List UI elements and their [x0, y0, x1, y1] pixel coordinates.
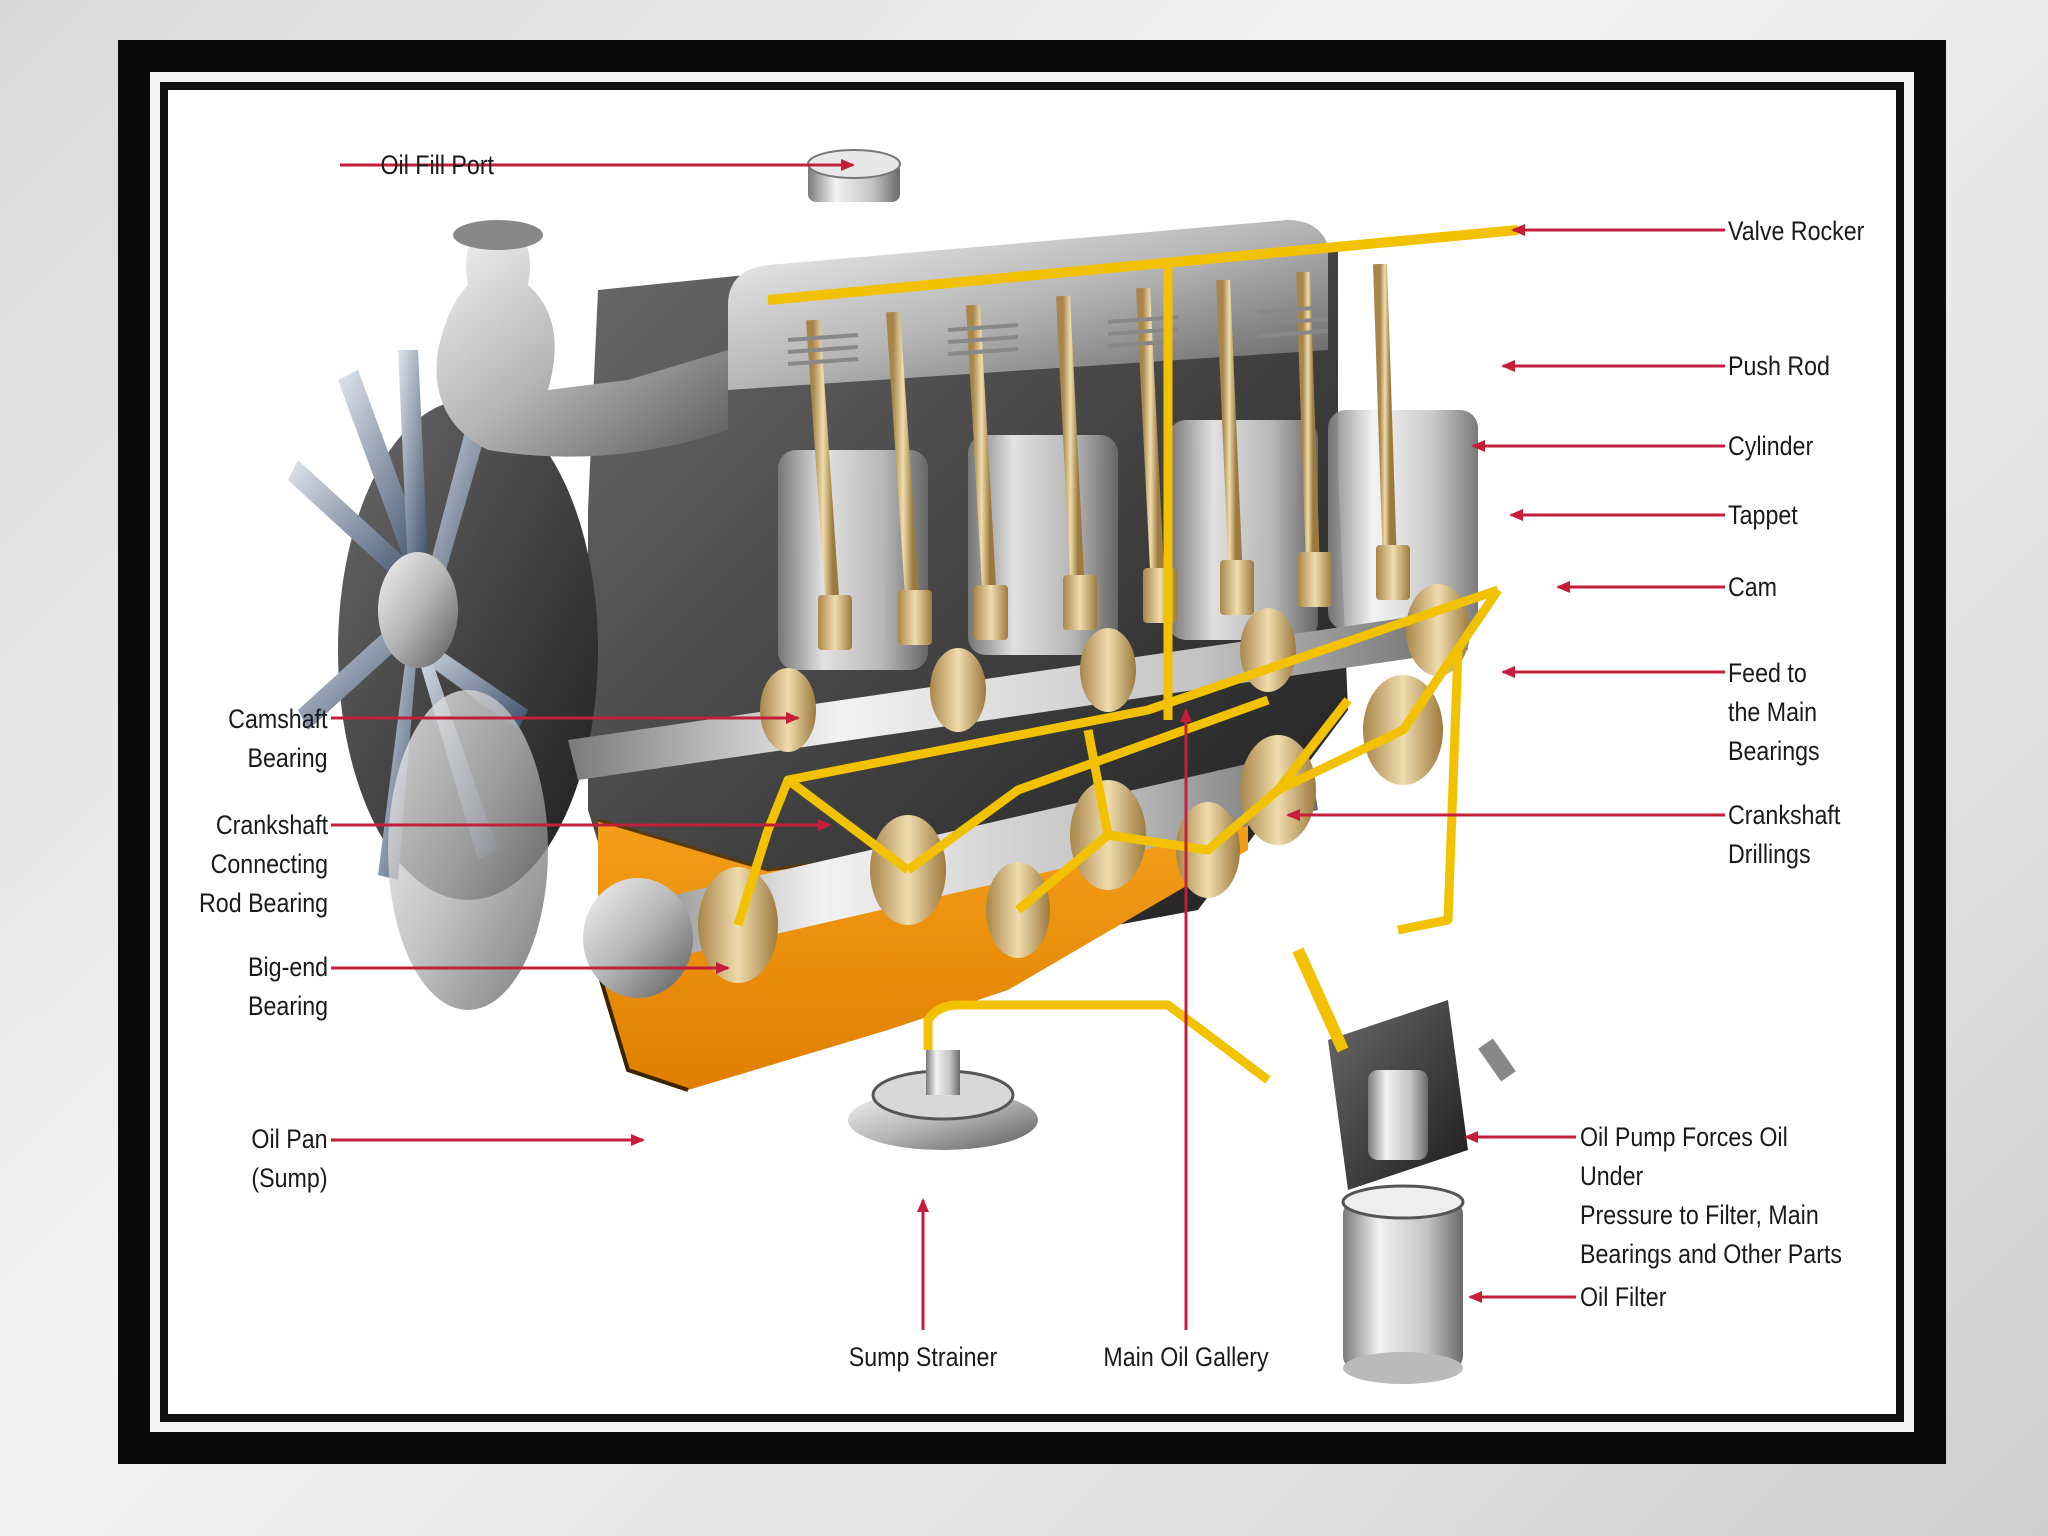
- tappets: [818, 545, 1410, 650]
- thermostat-housing: [436, 220, 728, 457]
- label-oil-fill-port: Oil Fill Port: [380, 150, 494, 180]
- label-oil-pump: Oil Pump Forces Oil Under Pressure to Fi…: [1580, 1122, 1843, 1269]
- leader-lines: [331, 159, 1725, 1330]
- label-oil-pan: Oil Pan (Sump): [251, 1124, 328, 1193]
- label-valve-rocker: Valve Rocker: [1728, 216, 1865, 246]
- oil-fill-cap: [807, 149, 901, 202]
- label-sump-strainer: Sump Strainer: [848, 1342, 998, 1372]
- rocker-oil-gallery: [767, 225, 1519, 305]
- push-rods: [806, 263, 1397, 611]
- label-big-end-bearing: Big-end Bearing: [247, 952, 328, 1021]
- oil-feed-paths: [733, 260, 1502, 1084]
- oil-filter: [1341, 1184, 1465, 1384]
- label-cylinder: Cylinder: [1728, 431, 1814, 461]
- label-main-oil-gallery: Main Oil Gallery: [1103, 1342, 1269, 1372]
- engine-lubrication-diagram: Oil Fill Port Valve Rocker Push Rod Cyli…: [168, 90, 1896, 1414]
- oil-pump: [1292, 947, 1516, 1190]
- label-crankshaft-drillings: Crankshaft Drillings: [1728, 800, 1841, 869]
- label-camshaft-bearing: Camshaft Bearing: [228, 704, 328, 773]
- label-cam: Cam: [1728, 572, 1778, 602]
- label-tappet: Tappet: [1728, 500, 1798, 530]
- camshaft: [568, 584, 1470, 780]
- label-push-rod: Push Rod: [1728, 351, 1830, 381]
- label-oil-filter: Oil Filter: [1580, 1282, 1667, 1312]
- label-crankshaft-connecting-rod-bearing: Crankshaft Connecting Rod Bearing: [198, 810, 328, 918]
- label-feed-to-main-bearings: Feed to the Main Bearings: [1728, 658, 1820, 766]
- engine-illustration: [288, 149, 1725, 1384]
- sump-strainer: [848, 1050, 1038, 1150]
- cooling-fan: [288, 350, 598, 1010]
